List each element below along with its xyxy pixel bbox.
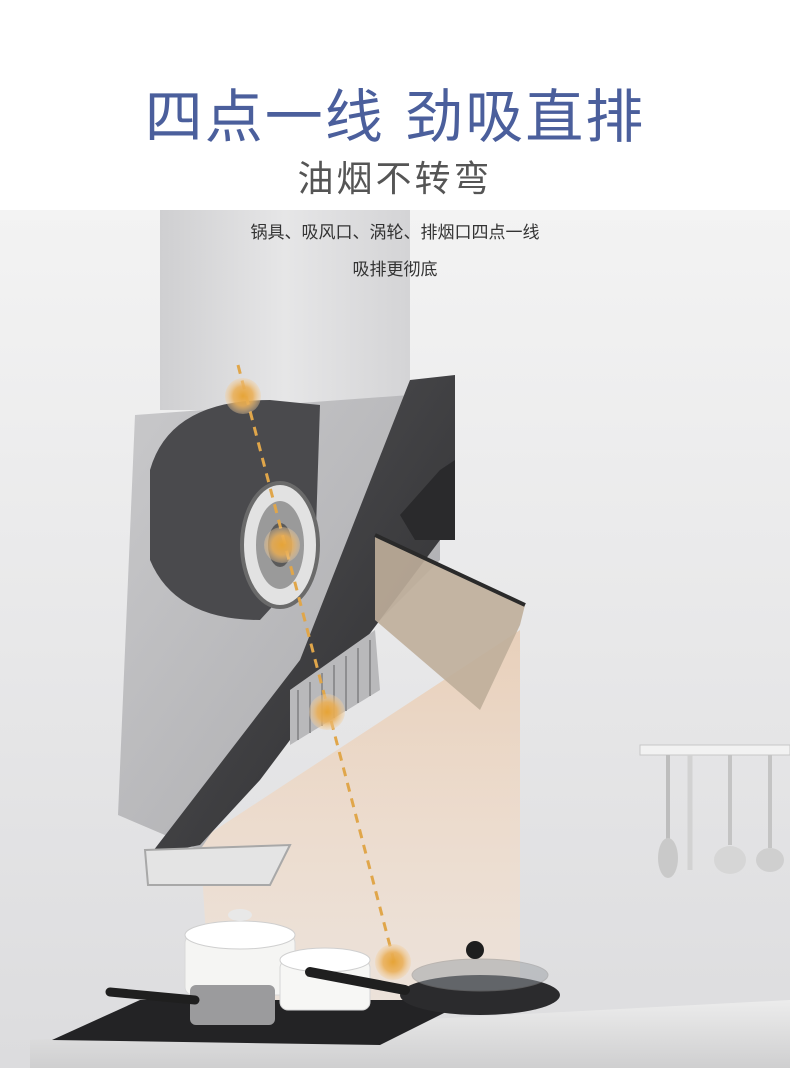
point-exhaust-outlet <box>225 378 261 414</box>
hood-bottom-rim <box>143 843 292 886</box>
point-cookware <box>375 944 411 980</box>
description-line-1: 锅具、吸风口、涡轮、排烟口四点一线 <box>250 223 540 243</box>
subheadline: 油烟不转弯 <box>297 159 493 200</box>
exhaust-outlet <box>400 460 455 540</box>
air-flap <box>375 535 525 710</box>
countertop <box>30 1000 790 1068</box>
point-intake <box>309 694 345 730</box>
description-line-2: 吸排更彻底 <box>352 260 438 280</box>
cookware-icon <box>105 909 560 1025</box>
glass-panel <box>150 375 455 855</box>
hanging-utensils-icon <box>639 744 790 878</box>
headline: 四点一线 劲吸直排 <box>144 83 646 151</box>
smoke-beam <box>200 630 520 1000</box>
title-band <box>0 0 790 210</box>
alignment-line <box>236 364 397 966</box>
duct-cover <box>160 210 410 410</box>
point-turbine <box>264 527 300 563</box>
